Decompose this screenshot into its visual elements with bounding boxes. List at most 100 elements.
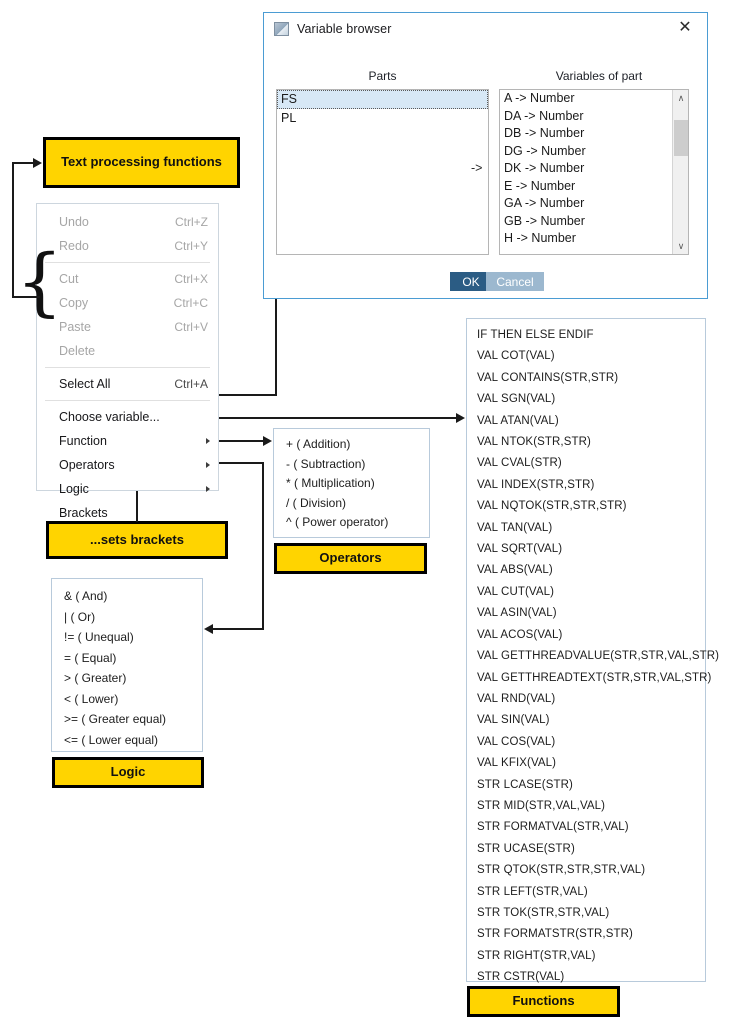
list-item[interactable]: - ( Subtraction) (286, 456, 366, 471)
list-item[interactable]: VAL SIN(VAL) (477, 714, 550, 727)
variables-listbox[interactable]: A -> Number DA -> Number DB -> Number DG… (499, 89, 689, 255)
scroll-up-icon[interactable]: ∧ (673, 90, 688, 106)
connector-line (219, 417, 459, 419)
list-item[interactable]: PL (281, 111, 297, 125)
list-item[interactable]: DK -> Number (504, 161, 585, 175)
callout-sets-brackets: ...sets brackets (46, 521, 228, 559)
menu-item-undo[interactable]: Undo Ctrl+Z (37, 210, 218, 234)
menu-item-label: Cut (59, 272, 79, 286)
list-item[interactable]: VAL NTOK(STR,STR) (477, 436, 591, 449)
list-item[interactable]: VAL INDEX(STR,STR) (477, 478, 595, 491)
list-item[interactable]: <= ( Lower equal) (64, 732, 159, 747)
menu-item-logic[interactable]: Logic (37, 477, 218, 501)
list-item[interactable]: + ( Addition) (286, 437, 351, 451)
menu-item-label: Choose variable... (59, 410, 160, 424)
list-item[interactable]: VAL ACOS(VAL) (477, 628, 563, 641)
list-item[interactable]: STR FORMATVAL(STR,VAL) (477, 821, 629, 834)
variable-browser-dialog: Variable browser ✕ Parts Variables of pa… (263, 12, 708, 299)
close-icon[interactable]: ✕ (678, 19, 692, 36)
list-item[interactable]: VAL KFIX(VAL) (477, 757, 557, 770)
list-item[interactable]: STR UCASE(STR) (477, 842, 575, 855)
menu-item-label: Function (59, 434, 107, 448)
list-item[interactable]: | ( Or) (64, 609, 96, 624)
list-item[interactable]: >= ( Greater equal) (64, 712, 167, 726)
callout-operators: Operators (274, 543, 427, 574)
list-item[interactable]: VAL CUT(VAL) (477, 585, 555, 598)
scrollbar-thumb[interactable] (674, 120, 688, 156)
menu-separator (45, 367, 210, 368)
connector-line (219, 440, 265, 442)
list-item[interactable]: < ( Lower) (64, 691, 119, 706)
menu-item-label: Copy (59, 296, 89, 310)
menu-item-label: Redo (59, 239, 89, 253)
menu-item-redo[interactable]: Redo Ctrl+Y (37, 234, 218, 258)
list-item[interactable]: IF THEN ELSE ENDIF (477, 329, 594, 341)
list-item[interactable]: / ( Division) (286, 495, 347, 510)
list-item[interactable]: ^ ( Power operator) (286, 515, 389, 529)
group-brace: { (16, 239, 64, 325)
dialog-title: Variable browser (297, 21, 392, 36)
cancel-button[interactable]: Cancel (486, 272, 544, 291)
dialog-titlebar[interactable]: Variable browser (264, 13, 707, 44)
menu-separator (45, 400, 210, 401)
list-item[interactable]: VAL TAN(VAL) (477, 521, 553, 534)
list-item[interactable]: STR MID(STR,VAL,VAL) (477, 799, 606, 812)
list-item[interactable]: VAL CONTAINS(STR,STR) (477, 371, 619, 384)
menu-item-function[interactable]: Function (37, 429, 218, 453)
scroll-down-icon[interactable]: ∨ (673, 238, 688, 254)
list-item[interactable]: * ( Multiplication) (286, 476, 375, 490)
list-item[interactable]: VAL NQTOK(STR,STR,STR) (477, 500, 627, 513)
list-item[interactable]: VAL SGN(VAL) (477, 393, 556, 406)
list-item[interactable]: STR RIGHT(STR,VAL) (477, 949, 596, 962)
list-item[interactable]: VAL COS(VAL) (477, 735, 556, 748)
list-item[interactable]: STR LEFT(STR,VAL) (477, 885, 588, 898)
menu-separator (45, 262, 210, 263)
menu-item-paste[interactable]: Paste Ctrl+V (37, 315, 218, 339)
connector-line (213, 628, 264, 630)
list-item[interactable]: FS (277, 90, 488, 109)
list-item[interactable]: VAL SQRT(VAL) (477, 543, 563, 556)
list-item[interactable]: E -> Number (504, 178, 576, 193)
menu-item-accelerator: Ctrl+X (174, 272, 208, 286)
list-item[interactable]: VAL ABS(VAL) (477, 564, 553, 577)
list-item[interactable]: != ( Unequal) (64, 630, 134, 644)
list-item[interactable]: STR CSTR(VAL) (477, 971, 565, 984)
menu-item-label: Logic (59, 482, 89, 496)
list-item[interactable]: = ( Equal) (64, 650, 117, 665)
list-item[interactable]: VAL GETTHREADTEXT(STR,STR,VAL,STR) (477, 671, 712, 684)
list-item[interactable]: STR TOK(STR,STR,VAL) (477, 906, 610, 919)
callout-functions: Functions (467, 986, 620, 1017)
menu-item-choose-variable[interactable]: Choose variable... (37, 405, 218, 429)
list-item[interactable]: STR LCASE(STR) (477, 778, 573, 791)
list-item[interactable]: VAL RND(VAL) (477, 692, 556, 705)
parts-listbox[interactable]: FS PL (276, 89, 489, 255)
variables-column-header: Variables of part (555, 69, 643, 83)
connector-arrowhead (456, 413, 465, 423)
list-item[interactable]: A -> Number (504, 91, 575, 105)
list-item[interactable]: GA -> Number (504, 196, 585, 210)
menu-item-operators[interactable]: Operators (37, 453, 218, 477)
list-item[interactable]: STR FORMATSTR(STR,STR) (477, 928, 633, 941)
list-item[interactable]: VAL ASIN(VAL) (477, 607, 557, 620)
list-item[interactable]: & ( And) (64, 589, 108, 603)
menu-item-brackets[interactable]: Brackets (37, 501, 218, 525)
chevron-right-icon (206, 486, 210, 492)
list-item[interactable]: GB -> Number (504, 213, 585, 228)
menu-item-cut[interactable]: Cut Ctrl+X (37, 267, 218, 291)
list-item[interactable]: > ( Greater) (64, 671, 127, 685)
menu-item-copy[interactable]: Copy Ctrl+C (37, 291, 218, 315)
menu-item-select-all[interactable]: Select All Ctrl+A (37, 372, 218, 396)
list-item[interactable]: DA -> Number (504, 108, 584, 123)
list-item[interactable]: DB -> Number (504, 126, 585, 140)
list-item[interactable]: DG -> Number (504, 143, 586, 158)
list-item[interactable]: VAL CVAL(STR) (477, 457, 562, 470)
variables-scrollbar[interactable]: ∧ ∨ (672, 90, 688, 254)
list-item[interactable]: H -> Number (504, 231, 576, 245)
list-item[interactable]: VAL ATAN(VAL) (477, 414, 559, 427)
list-item[interactable]: VAL GETTHREADVALUE(STR,STR,VAL,STR) (477, 650, 720, 663)
connector-arrowhead (263, 436, 272, 446)
menu-item-delete[interactable]: Delete (37, 339, 218, 363)
list-item[interactable]: STR QTOK(STR,STR,STR,VAL) (477, 864, 646, 877)
ok-button[interactable]: OK (450, 272, 492, 291)
list-item[interactable]: VAL COT(VAL) (477, 350, 555, 363)
